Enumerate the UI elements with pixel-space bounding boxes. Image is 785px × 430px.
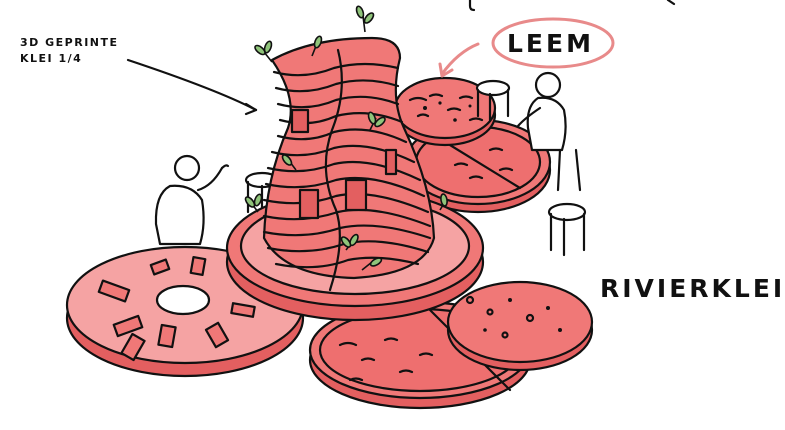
sprout-icon <box>355 5 375 32</box>
person-standing-left <box>156 156 228 244</box>
sprout-icon <box>253 40 272 62</box>
arrow-icon <box>128 60 256 110</box>
printed-clay-annotation: 3D GEPRINTE KLEI 1/4 <box>20 36 256 114</box>
arrow-icon <box>442 44 478 74</box>
printed-clay-label-line2: KLEI 1/4 <box>20 52 82 65</box>
printed-clay-label-line1: 3D GEPRINTE <box>20 36 119 49</box>
stool-icon <box>549 204 585 255</box>
river-clay-label: RIVIERKLEI <box>600 274 785 303</box>
loam-annotation: LEEM <box>440 19 613 76</box>
loam-label: LEEM <box>507 29 594 58</box>
